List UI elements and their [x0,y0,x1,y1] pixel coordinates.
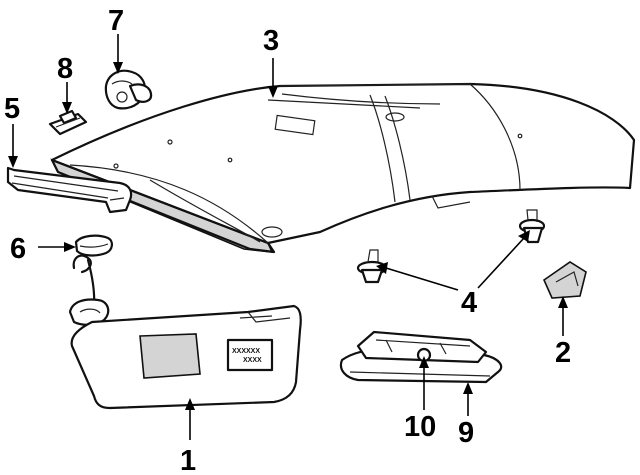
callout-10: 10 [404,411,436,443]
callout-9: 9 [458,417,474,449]
sunvisor-holder [48,109,88,136]
callout-8: 8 [57,53,73,85]
callout-2: 2 [555,337,571,369]
retainer-bracket [542,261,587,299]
dome-lamp [339,330,503,384]
trim-clip [74,234,113,257]
callout-4: 4 [461,287,477,319]
visor-label-line1: XXXXXX [232,348,260,355]
callout-7: 7 [108,5,124,37]
leader-lines [8,34,568,440]
callout-6: 6 [10,233,26,265]
headliner-panel [50,82,636,254]
callout-3: 3 [263,25,279,57]
coat-hook [104,69,153,110]
callout-1: 1 [180,445,196,475]
roof-side-trim [6,166,133,214]
sun-visor: XXXXXX XXXX [68,254,302,410]
callout-5: 5 [4,93,20,125]
callout-numbers: 1 2 3 4 5 6 7 8 9 10 [4,5,571,475]
visor-label-line2: XXXX [243,357,262,364]
